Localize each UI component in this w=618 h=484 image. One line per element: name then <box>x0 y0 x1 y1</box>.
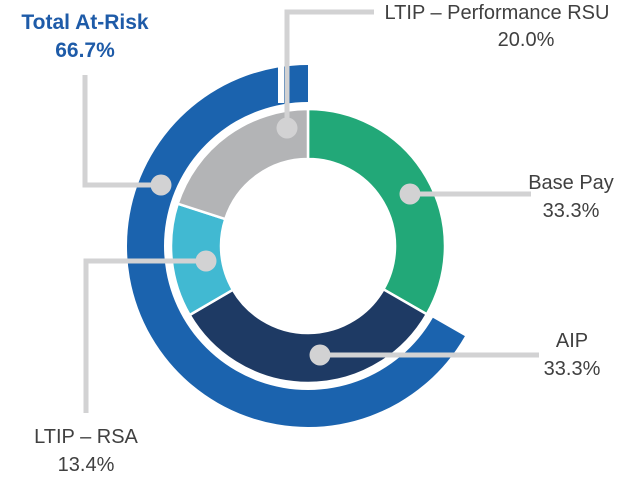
leader-dot-ltip_rsu <box>276 117 298 139</box>
callout-label-base-pay: Base Pay 33.3% <box>524 169 618 225</box>
callout-label-ltip-performance-rsu: LTIP – Performance RSU 20.0% <box>378 0 616 54</box>
leader-line-total_at_risk <box>82 75 161 188</box>
segment-aip <box>188 288 429 385</box>
leader-dot-aip <box>309 344 331 366</box>
base-pay-title: Base Pay <box>528 172 614 194</box>
aip-value: 33.3% <box>543 358 601 380</box>
segment-base_pay <box>306 107 447 316</box>
ltip-rsa-value: 13.4% <box>57 454 115 476</box>
callout-label-total-at-risk: Total At-Risk 66.7% <box>8 9 162 65</box>
base-pay-value: 33.3% <box>542 200 600 222</box>
aip-title: AIP <box>555 330 589 352</box>
ltip-performance-rsu-title: LTIP – Performance RSU <box>384 2 610 24</box>
ltip-rsa-title: LTIP – RSA <box>34 426 138 448</box>
segment-ltip_rsu <box>176 107 310 221</box>
total-at-risk-title: Total At-Risk <box>21 11 149 34</box>
ltip-performance-rsu-value: 20.0% <box>497 29 555 51</box>
leader-dot-total_at_risk <box>150 174 172 196</box>
leader-line-ltip_rsa <box>83 258 206 413</box>
leader-dot-ltip_rsa <box>195 250 217 272</box>
leader-line-ltip_rsu <box>284 9 374 128</box>
total-at-risk-value: 66.7% <box>55 39 115 62</box>
callout-label-aip: AIP 33.3% <box>524 327 618 383</box>
leader-dot-base_pay <box>399 183 421 205</box>
callout-label-ltip-rsa: LTIP – RSA 13.4% <box>16 423 156 479</box>
